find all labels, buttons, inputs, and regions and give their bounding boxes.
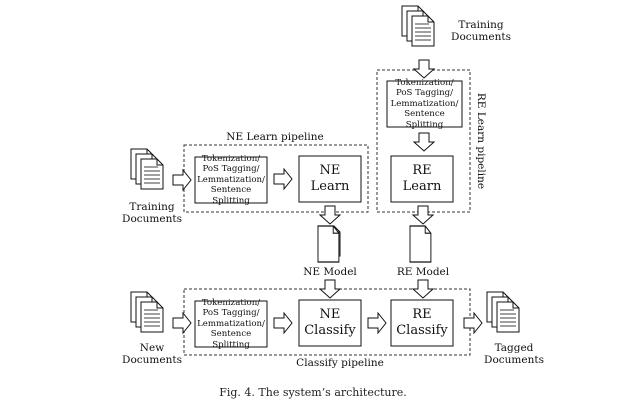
arrow-ne-learn-to-ne-model bbox=[319, 205, 341, 225]
training-documents-top-icon bbox=[402, 6, 434, 46]
training-documents-left-icon bbox=[131, 149, 163, 189]
arrow-re-learn-to-re-model bbox=[412, 205, 434, 225]
arrow-ne-classify-to-re-classify bbox=[367, 312, 387, 334]
ne-learn-box bbox=[298, 155, 362, 203]
arrow-re-model-to-re-classify bbox=[412, 279, 434, 299]
arrow-re-classify-to-tagged-documents bbox=[463, 312, 483, 334]
ne-preprocess-box bbox=[194, 156, 268, 204]
arrow-training-top-to-re-preprocess bbox=[413, 59, 435, 79]
training-documents-left-label: Training Documents bbox=[122, 201, 182, 225]
classify-preprocess-box bbox=[194, 300, 268, 348]
ne-learn-pipeline-boundary bbox=[183, 144, 369, 213]
ne-learn-label: NE Learn bbox=[310, 163, 350, 194]
re-classify-label: RE Classify bbox=[396, 307, 448, 338]
new-documents-label: New Documents bbox=[122, 342, 182, 366]
ne-model-page bbox=[317, 225, 340, 263]
arrow-training-to-ne-preprocess bbox=[172, 169, 192, 191]
arrow-ne-model-to-ne-classify bbox=[319, 279, 341, 299]
figure-caption: Fig. 4. The system’s architecture. bbox=[219, 386, 407, 399]
tagged-documents-label: Tagged Documents bbox=[484, 342, 544, 366]
arrow-ne-preprocess-to-ne-learn bbox=[273, 168, 293, 190]
re-learn-label: RE Learn bbox=[402, 163, 442, 194]
re-classify-box bbox=[390, 299, 454, 347]
re-preprocess-box bbox=[386, 80, 463, 128]
ne-learn-pipeline-label: NE Learn pipeline bbox=[226, 131, 324, 143]
re-preprocess-label: Tokenization/ PoS Tagging/ Lemmatization… bbox=[390, 77, 459, 130]
re-model-page bbox=[409, 225, 432, 263]
ne-model-label: NE Model bbox=[303, 266, 357, 278]
re-learn-box bbox=[390, 155, 454, 203]
classify-pipeline-label: Classify pipeline bbox=[296, 357, 384, 369]
re-learn-pipeline-label: RE Learn pipeline bbox=[475, 92, 487, 190]
ne-preprocess-label: Tokenization/ PoS Tagging/ Lemmatization… bbox=[197, 153, 265, 206]
training-documents-top-label: Training Documents bbox=[451, 19, 511, 43]
tagged-documents-icon bbox=[487, 292, 519, 332]
arrow-new-documents-to-classify-preprocess bbox=[172, 312, 192, 334]
ne-classify-label: NE Classify bbox=[304, 307, 356, 338]
arrow-re-preprocess-to-re-learn bbox=[413, 132, 435, 152]
arrow-classify-preprocess-to-ne-classify bbox=[273, 312, 293, 334]
ne-classify-box bbox=[298, 299, 362, 347]
re-model-label: RE Model bbox=[396, 266, 450, 278]
new-documents-icon bbox=[131, 292, 163, 332]
classify-preprocess-label: Tokenization/ PoS Tagging/ Lemmatization… bbox=[197, 297, 265, 350]
